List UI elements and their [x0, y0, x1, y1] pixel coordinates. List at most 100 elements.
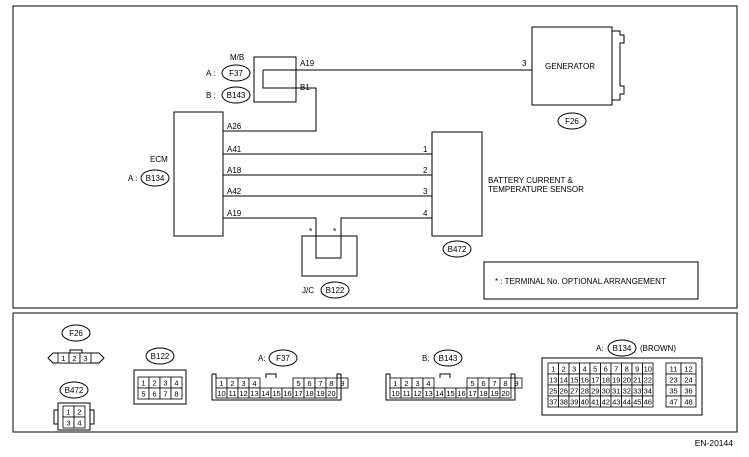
b143-pin-label: 14 — [435, 389, 443, 398]
f26-oval — [61, 324, 91, 342]
b143-pin-label: 13 — [424, 389, 432, 398]
jc-star-right: * — [333, 226, 337, 236]
f37-pin-label: 13 — [250, 389, 258, 398]
b143-pin-label: 18 — [479, 389, 487, 398]
b134-pin-label: 18 — [602, 376, 610, 385]
b134-pin-label: 41 — [591, 398, 599, 407]
f26-pin-label: 3 — [83, 354, 87, 363]
b143-pin-label: 7 — [492, 379, 496, 388]
b134-pin-label: 34 — [644, 387, 652, 396]
b134-pin-label: 1 — [551, 365, 555, 374]
b122-pin-label: 4 — [174, 379, 178, 388]
b134-pin-label: 4 — [583, 365, 587, 374]
b134-pin-label: 26 — [560, 387, 568, 396]
f37-pin-label: 2 — [230, 379, 234, 388]
ecm-pin-a19: A19 — [227, 209, 242, 218]
mb-internal-link — [262, 69, 296, 89]
b472-name: B472 — [65, 386, 84, 395]
b143-pin-label: 9 — [514, 379, 518, 388]
b122-pin-label: 7 — [163, 390, 167, 399]
b134-housing — [541, 357, 703, 416]
mb-conn-a-oval — [221, 64, 251, 82]
f37-pin-cell — [325, 387, 338, 399]
wire-jc-pin4 — [340, 217, 432, 228]
f26-pin-cell — [79, 352, 92, 364]
b134-name: B134 — [613, 344, 632, 353]
b134-pin-label: 9 — [635, 365, 639, 374]
b134-pin-label: 36 — [684, 387, 692, 396]
jc-box — [301, 235, 358, 277]
f37-pin-label: 1 — [219, 379, 223, 388]
b472-pin-cell — [73, 416, 86, 429]
jc-conn: B122 — [326, 286, 345, 295]
b143-pin-label: 4 — [426, 379, 430, 388]
b134-pin-label: 27 — [570, 387, 578, 396]
b134-pin-label: 31 — [612, 387, 620, 396]
b143-oval — [433, 349, 463, 367]
b134-pin-label: 22 — [644, 376, 652, 385]
note-text: * : TERMINAL No. OPTIONAL ARRANGEMENT — [495, 277, 666, 286]
ecm-pin-a42: A42 — [227, 187, 242, 196]
b134-pin-label: 37 — [549, 398, 557, 407]
f37-pin-label: 12 — [239, 389, 247, 398]
b134-pin-label: 6 — [604, 365, 608, 374]
b143-pin-label: 6 — [481, 379, 485, 388]
b134-pin-label: 16 — [581, 376, 589, 385]
wires — [223, 69, 532, 228]
b122-pin-label: 5 — [141, 390, 145, 399]
b143-pin-label: 20 — [501, 389, 509, 398]
generator-conn: F26 — [565, 117, 579, 126]
b134-pin-label: 40 — [581, 398, 589, 407]
b122-pin-cell — [170, 387, 183, 400]
b472-housing — [53, 402, 95, 431]
f26-name: F26 — [69, 329, 83, 338]
b143-housing — [385, 373, 516, 401]
f37-pin-label: 11 — [229, 389, 237, 398]
ecm-pin-a26: A26 — [227, 122, 242, 131]
mb-conn-a-prefix: A : — [206, 69, 215, 78]
generator-body — [612, 30, 625, 101]
b134-pin-label: 8 — [625, 365, 629, 374]
b122-pin-label: 2 — [152, 379, 156, 388]
mb-box — [253, 56, 297, 103]
ecm-conn: B134 — [146, 174, 165, 183]
mb-conn-b-oval — [221, 86, 251, 104]
b134-pin-label: 5 — [593, 365, 597, 374]
b134-pin-label: 19 — [612, 376, 620, 385]
upper-frame — [12, 5, 738, 309]
lower-frame — [12, 312, 738, 433]
wire-b1-a26 — [223, 87, 317, 132]
generator-label: GENERATOR — [545, 62, 595, 71]
b134-pin-cell — [642, 395, 654, 408]
f37-pin-label: 6 — [307, 379, 311, 388]
f37-pin-label: 17 — [294, 389, 302, 398]
f37-pin-label: 14 — [261, 389, 269, 398]
mb-pin-a19: A19 — [300, 59, 315, 68]
b134-pin-label: 47 — [669, 398, 677, 407]
b134-pin-label: 2 — [562, 365, 566, 374]
b143-pin-label: 3 — [415, 379, 419, 388]
b143-pin-cell — [499, 387, 512, 399]
ecm-box — [173, 111, 224, 237]
b134-pin-label: 11 — [670, 365, 678, 374]
b134-pin-label: 3 — [572, 365, 576, 374]
sensor-conn: B472 — [448, 245, 467, 254]
sensor-box — [431, 131, 483, 237]
f37-pin-label: 5 — [296, 379, 300, 388]
b134-pin-label: 25 — [549, 387, 557, 396]
b134-pin-label: 12 — [684, 365, 692, 374]
b134-pin-cell — [680, 395, 697, 408]
f37-pin-label: 10 — [217, 389, 225, 398]
b122-oval — [145, 347, 175, 365]
b143-pin-label: 12 — [413, 389, 421, 398]
mb-conn-b-prefix: B : — [206, 91, 216, 100]
b134-pin-label: 29 — [591, 387, 599, 396]
b122-pin-label: 6 — [152, 390, 156, 399]
b143-pin-label: 16 — [457, 389, 465, 398]
b472-pin-label: 4 — [77, 419, 81, 428]
generator-conn-oval — [557, 112, 587, 130]
b134-pin-label: 21 — [633, 376, 641, 385]
